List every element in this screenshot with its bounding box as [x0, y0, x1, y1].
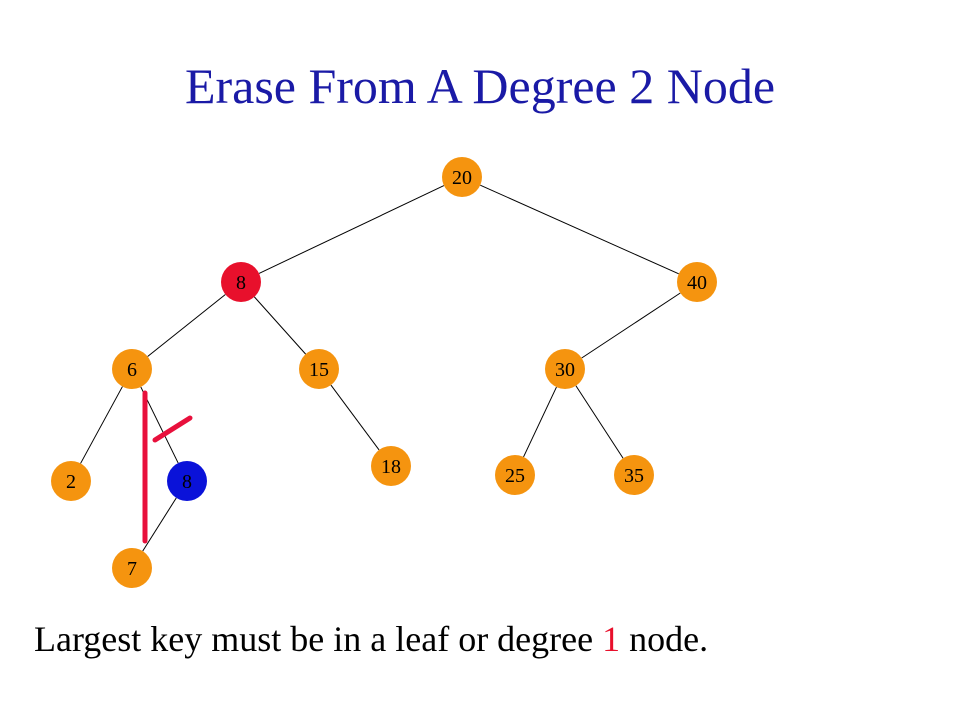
tree-node-8: 8 [221, 262, 261, 302]
caption-text: Largest key must be in a leaf or degree [34, 619, 603, 659]
caption: Largest key must be in a leaf or degree … [34, 617, 708, 661]
tree-node-circle [167, 461, 207, 501]
tree-node-20: 20 [442, 157, 482, 197]
tree-node-label: 6 [127, 359, 137, 381]
tree-node-18: 18 [371, 446, 411, 486]
tree-node-circle [677, 262, 717, 302]
tree-edge [253, 296, 307, 355]
tree-node-circle [545, 349, 585, 389]
caption-highlight: 1 [602, 619, 621, 659]
tree-edge [330, 384, 380, 451]
tree-node-label: 30 [555, 359, 575, 381]
tree-node-35: 35 [614, 455, 654, 495]
tree-node-2: 2 [51, 461, 91, 501]
tree-edge [480, 184, 679, 275]
tree-nodes: 20 8 40 6 15 30 2 8 18 25 35 7 [51, 157, 717, 588]
tree-edge [142, 497, 177, 552]
tree-node-30: 30 [545, 349, 585, 389]
tree-node-circle [299, 349, 339, 389]
tree-edge [523, 386, 557, 458]
slide-title: Erase From A Degree 2 Node [184, 58, 776, 114]
tree-edge [80, 386, 123, 464]
tree-node-15: 15 [299, 349, 339, 389]
caption-text-end: node. [620, 619, 709, 659]
tree-node-circle [51, 461, 91, 501]
tree-node-label: 8 [236, 272, 246, 294]
tree-edges [80, 184, 681, 552]
cut-edge-marker [152, 415, 193, 443]
tree-node-25: 25 [495, 455, 535, 495]
tree-node-circle [442, 157, 482, 197]
tree-node-6: 6 [112, 349, 152, 389]
tree-node-label: 8 [182, 471, 192, 493]
tree-node-label: 15 [309, 359, 329, 381]
tree-node-circle [614, 455, 654, 495]
tree-node-circle [221, 262, 261, 302]
tree-node-label: 25 [505, 465, 525, 487]
tree-node-label: 18 [381, 456, 401, 478]
tree-node-label: 7 [127, 558, 137, 580]
tree-node-label: 35 [624, 465, 644, 487]
tree-edge [147, 294, 226, 357]
tree-node-circle [112, 349, 152, 389]
tree-node-40: 40 [677, 262, 717, 302]
tree-node-circle [495, 455, 535, 495]
tree-node-label: 2 [66, 471, 76, 493]
tree-node-8: 8 [167, 461, 207, 501]
tree-edge [581, 292, 681, 359]
tree-edge [258, 185, 445, 274]
tree-edge [575, 385, 624, 459]
tree-node-label: 40 [687, 272, 707, 294]
tree-node-7: 7 [112, 548, 152, 588]
tree-node-circle [112, 548, 152, 588]
annotation-marks [142, 390, 193, 544]
tree-node-label: 20 [452, 167, 472, 189]
tree-node-circle [371, 446, 411, 486]
